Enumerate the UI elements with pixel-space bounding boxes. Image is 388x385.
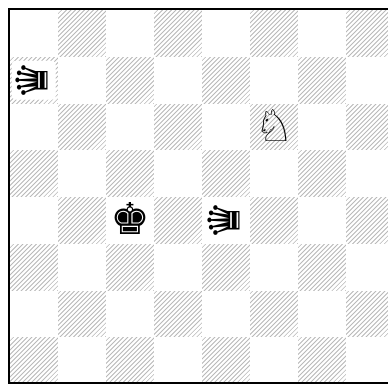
square-a6[interactable]: [10, 104, 58, 151]
square-h1[interactable]: [346, 337, 388, 384]
black-king-icon[interactable]: ♚: [110, 198, 149, 242]
square-c3[interactable]: [106, 244, 154, 291]
square-d7[interactable]: [154, 57, 202, 104]
square-b3[interactable]: [58, 244, 106, 291]
square-c4[interactable]: ♚: [106, 197, 154, 244]
square-b5[interactable]: [58, 150, 106, 197]
square-b4[interactable]: [58, 197, 106, 244]
square-b7[interactable]: [58, 57, 106, 104]
square-f5[interactable]: [250, 150, 298, 197]
square-d1[interactable]: [154, 337, 202, 384]
square-a1[interactable]: [10, 337, 58, 384]
chess-board: ♛ ♘ ♚ ♛: [8, 8, 388, 384]
square-c7[interactable]: [106, 57, 154, 104]
square-c2[interactable]: [106, 291, 154, 338]
square-d4[interactable]: [154, 197, 202, 244]
square-c5[interactable]: [106, 150, 154, 197]
square-c8[interactable]: [106, 10, 154, 57]
square-g3[interactable]: [298, 244, 346, 291]
square-h3[interactable]: [346, 244, 388, 291]
square-a2[interactable]: [10, 291, 58, 338]
square-d5[interactable]: [154, 150, 202, 197]
square-f8[interactable]: [250, 10, 298, 57]
black-queen-icon[interactable]: ♛: [204, 201, 248, 240]
square-g5[interactable]: [298, 150, 346, 197]
square-f2[interactable]: [250, 291, 298, 338]
square-b8[interactable]: [58, 10, 106, 57]
square-c6[interactable]: [106, 104, 154, 151]
square-e4[interactable]: ♛: [202, 197, 250, 244]
black-queen-icon[interactable]: ♛: [12, 60, 56, 99]
square-g1[interactable]: [298, 337, 346, 384]
square-h4[interactable]: [346, 197, 388, 244]
square-f7[interactable]: [250, 57, 298, 104]
square-b1[interactable]: [58, 337, 106, 384]
square-d8[interactable]: [154, 10, 202, 57]
square-a3[interactable]: [10, 244, 58, 291]
square-h8[interactable]: [346, 10, 388, 57]
square-a7[interactable]: ♛: [10, 57, 58, 104]
square-d2[interactable]: [154, 291, 202, 338]
square-e5[interactable]: [202, 150, 250, 197]
square-f1[interactable]: [250, 337, 298, 384]
square-e7[interactable]: [202, 57, 250, 104]
square-g2[interactable]: [298, 291, 346, 338]
square-g8[interactable]: [298, 10, 346, 57]
square-b6[interactable]: [58, 104, 106, 151]
square-e1[interactable]: [202, 337, 250, 384]
square-f3[interactable]: [250, 244, 298, 291]
square-f6[interactable]: ♘: [250, 104, 298, 151]
square-f4[interactable]: [250, 197, 298, 244]
square-e8[interactable]: [202, 10, 250, 57]
white-knight-icon[interactable]: ♘: [254, 105, 293, 149]
square-d6[interactable]: [154, 104, 202, 151]
square-e3[interactable]: [202, 244, 250, 291]
square-c1[interactable]: [106, 337, 154, 384]
square-g6[interactable]: [298, 104, 346, 151]
square-h7[interactable]: [346, 57, 388, 104]
square-e2[interactable]: [202, 291, 250, 338]
square-h2[interactable]: [346, 291, 388, 338]
square-b2[interactable]: [58, 291, 106, 338]
square-e6[interactable]: [202, 104, 250, 151]
square-g7[interactable]: [298, 57, 346, 104]
square-a5[interactable]: [10, 150, 58, 197]
square-g4[interactable]: [298, 197, 346, 244]
square-d3[interactable]: [154, 244, 202, 291]
square-h6[interactable]: [346, 104, 388, 151]
square-h5[interactable]: [346, 150, 388, 197]
square-a4[interactable]: [10, 197, 58, 244]
square-a8[interactable]: [10, 10, 58, 57]
